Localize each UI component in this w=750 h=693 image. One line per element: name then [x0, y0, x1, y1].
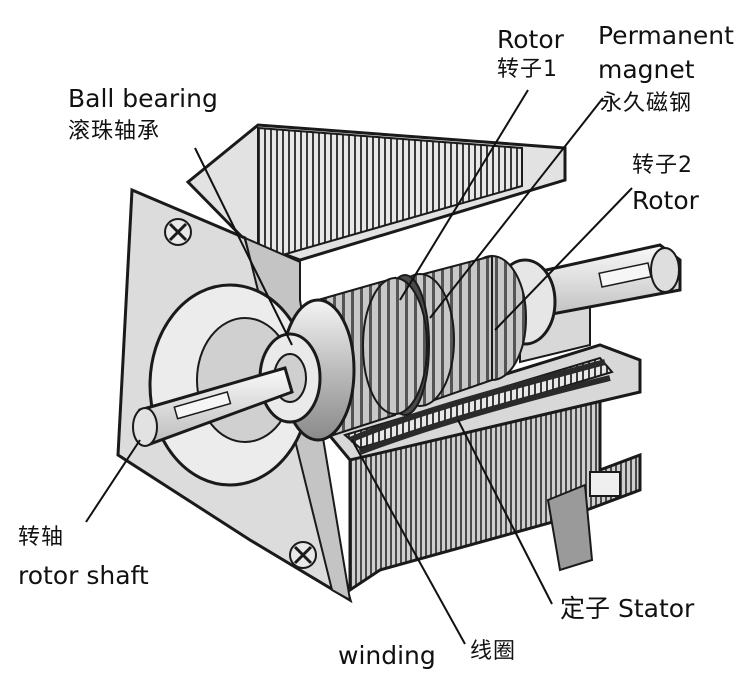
rotor-1-label-zh: 转子1: [497, 57, 558, 82]
leader-rotor2: [494, 187, 633, 331]
rotor-2-label-en: Rotor: [632, 186, 699, 215]
housing-top-stator-lams: [257, 126, 523, 264]
rotor-1-label-en: Rotor: [497, 25, 564, 54]
leader-stator: [457, 419, 553, 605]
permanent-magnet-label-en-1: Permanent: [598, 21, 734, 50]
leader-magnet: [429, 97, 604, 319]
leader-shaft: [85, 439, 141, 523]
winding-coils: [348, 359, 611, 455]
ball-bearing-label-en: Ball bearing: [68, 84, 218, 113]
permanent-magnet-label-zh: 永久磁钢: [600, 91, 693, 116]
connector: [589, 471, 621, 497]
winding-label-zh: 线圈: [470, 639, 517, 664]
leader-bearing: [194, 147, 293, 346]
rotor-2-label-zh: 转子2: [632, 153, 693, 178]
rotor-shaft-label-en: rotor shaft: [18, 561, 149, 590]
stator-label: 定子 Stator: [560, 594, 695, 623]
cable: [546, 483, 594, 572]
permanent-magnet-label-en-2: magnet: [598, 55, 695, 84]
screw-bottom: [289, 541, 317, 569]
ball-bearing-label-zh: 滚珠轴承: [68, 119, 161, 144]
screw-top-left: [164, 218, 192, 246]
rotor-shaft-label-zh: 转轴: [18, 525, 65, 550]
winding-label-en: winding: [338, 641, 436, 670]
leader-lines: [85, 89, 633, 645]
leader-rotor1: [399, 89, 529, 301]
leader-winding: [351, 439, 466, 645]
